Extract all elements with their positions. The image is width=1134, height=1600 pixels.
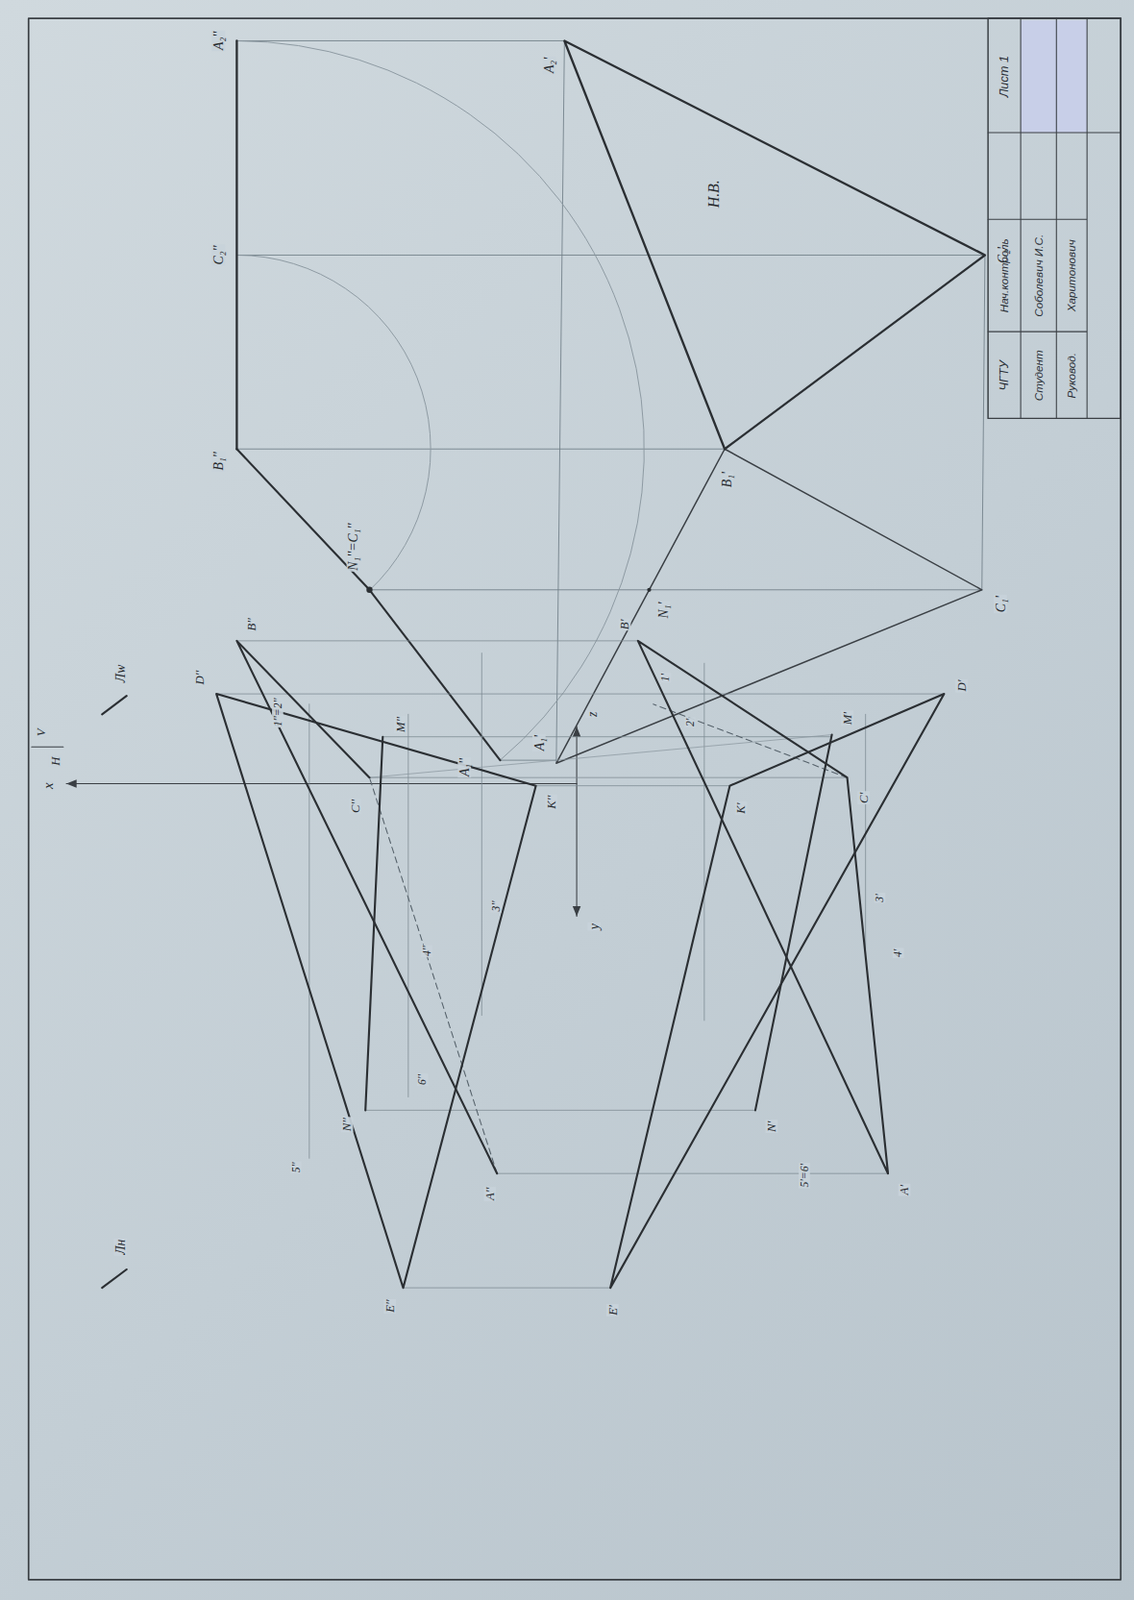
- point-label: A₂'': [211, 30, 225, 51]
- point-label: 5'=6': [798, 1162, 811, 1189]
- point-label: A'': [483, 1186, 496, 1202]
- plane-sign: [31, 746, 64, 748]
- point-label: N₁': [656, 600, 670, 619]
- title-grid: [987, 18, 1121, 419]
- axis-label: y: [587, 922, 601, 931]
- point-label: 1''=2'': [271, 696, 284, 728]
- point-label: 1': [660, 672, 672, 683]
- point-dot: [366, 587, 372, 593]
- point-label: 4'': [420, 944, 433, 958]
- intersection-line: [365, 737, 383, 1111]
- point-label: B'': [245, 616, 258, 632]
- point-dot: [646, 588, 651, 592]
- projection-link: [236, 40, 986, 761]
- title-block-text: Студент: [1033, 348, 1045, 402]
- title-block-text: ЧГТУ: [998, 359, 1011, 393]
- hidden-line: [369, 704, 847, 1174]
- projection-link: [216, 640, 944, 1288]
- point-label: M': [840, 711, 854, 726]
- point-label: C₁': [993, 594, 1008, 614]
- plane-label: H: [49, 756, 62, 767]
- triangle-projection: [556, 448, 983, 764]
- point-label: A₁'': [457, 757, 471, 778]
- title-block: [987, 18, 1121, 419]
- point-label: B₁'': [211, 450, 225, 471]
- projection-link: [556, 40, 986, 764]
- point-label: B₁': [719, 470, 734, 489]
- point-label: 2': [684, 717, 696, 728]
- point-label: D': [955, 679, 968, 693]
- point-label: B': [618, 618, 632, 632]
- true-size-note: Н.В.: [707, 178, 723, 209]
- axis-arrow: [66, 779, 77, 788]
- point-label: M'': [394, 715, 407, 734]
- title-block-text: Руковод.: [1065, 351, 1078, 400]
- point-label: K': [735, 801, 748, 814]
- axis-label: x: [42, 781, 57, 790]
- title-cell-fill: [1020, 20, 1087, 133]
- title-block-text: Соболевич И.С.: [1033, 233, 1045, 319]
- triangle-dek-top: [610, 693, 944, 1288]
- plane-mark: [101, 695, 126, 1288]
- plane-trace: [236, 448, 500, 761]
- intersection-line: [755, 735, 833, 1111]
- sheet-frame: [28, 18, 1121, 1580]
- point-label: C₂'': [211, 244, 225, 266]
- point-label: E'': [383, 1299, 396, 1314]
- point-label: K'': [544, 794, 558, 811]
- triangle-abc-top: [638, 640, 888, 1174]
- plane-label: V: [34, 727, 48, 738]
- point-label: 6'': [417, 1073, 429, 1086]
- axis-zy: [576, 726, 578, 917]
- title-block-text: Нач.контроль: [998, 237, 1011, 314]
- construction-line: [309, 653, 866, 1159]
- point-label: 3'': [490, 899, 502, 913]
- rotation-arc: [236, 40, 644, 761]
- title-block-text: Харитонович: [1065, 238, 1078, 313]
- point-label: N': [765, 1120, 779, 1134]
- point-label: C': [857, 791, 870, 805]
- point-label: A₁': [532, 734, 546, 752]
- point-label: D'': [194, 669, 207, 687]
- title-block-text: Лист 1: [998, 54, 1011, 99]
- true-size-triangle: [564, 40, 986, 449]
- point-label: E': [606, 1304, 619, 1317]
- rotation-arc: [236, 254, 431, 591]
- point-label: 4': [892, 948, 905, 959]
- plane-mark-label: Лw: [113, 664, 127, 685]
- triangle-abc-front: [236, 640, 497, 1174]
- point-label: 3': [874, 892, 887, 903]
- point-label: 5'': [290, 1160, 302, 1174]
- axis-label: z: [585, 711, 599, 718]
- point-label: A₂': [542, 56, 557, 74]
- triangle-dek-front: [216, 693, 536, 1288]
- point-label: C'': [348, 798, 362, 814]
- point-label: A': [898, 1183, 912, 1197]
- point-label: N'': [341, 1116, 354, 1133]
- edge-view-line: [235, 40, 238, 449]
- axis-arrow: [572, 726, 581, 917]
- axis-x: [66, 783, 577, 785]
- plane-mark-label: Лн: [113, 1237, 127, 1256]
- point-label: N₁''=C₁'': [346, 522, 361, 572]
